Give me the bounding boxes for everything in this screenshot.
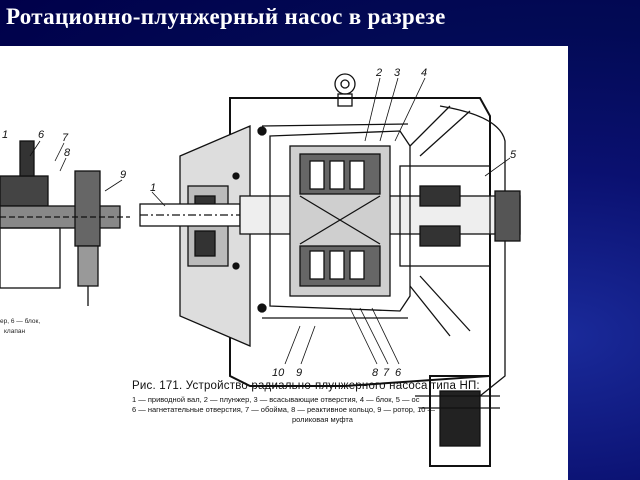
part-label-1: 1	[150, 182, 156, 194]
left-label-8: 8	[64, 147, 71, 159]
left-label-6: 6	[38, 129, 45, 141]
part-label-2: 2	[375, 67, 382, 79]
left-fragment-caption-1: ер, 6 — блок,	[0, 318, 41, 325]
part-label-3: 3	[394, 67, 401, 79]
left-label-7: 7	[62, 132, 69, 144]
pump-drawing: 2 3 4 5 1 10 9 8 7 6 6 7 8 9 1	[0, 67, 521, 467]
slide-title: Ротационно-плунжерный насос в разрезе	[6, 4, 446, 29]
part-label-8: 8	[372, 367, 379, 379]
pump-cross-section-figure: 2 3 4 5 1 10 9 8 7 6 6 7 8 9 1 ер, 6 — б…	[0, 46, 568, 480]
legend-line-2: 6 — нагнетательные отверстия, 7 — обойма…	[132, 405, 436, 414]
part-label-10: 10	[272, 367, 285, 379]
left-label-9: 9	[120, 169, 126, 181]
front-cover	[179, 125, 251, 347]
left-label-1: 1	[2, 129, 8, 141]
legend-line-3: роликовая муфта	[292, 415, 353, 424]
housing-bolts	[232, 126, 267, 313]
legend-line-1: 1 — приводной вал, 2 — плунжер, 3 — всас…	[132, 395, 420, 404]
rotor-block	[289, 145, 391, 297]
pump-housing	[229, 73, 506, 467]
part-label-5: 5	[510, 149, 517, 161]
left-fragment-drawing	[0, 140, 130, 306]
part-label-4: 4	[421, 67, 427, 79]
pintle	[399, 105, 521, 337]
part-label-7: 7	[383, 367, 390, 379]
left-fragment-caption-2: клапан	[4, 328, 26, 335]
part-label-9: 9	[296, 367, 302, 379]
caption-title: Рис. 171. Устройство радиально-плунжерно…	[132, 380, 480, 392]
figure-caption: Рис. 171. Устройство радиально-плунжерно…	[132, 380, 562, 425]
caption-legend: 1 — приводной вал, 2 — плунжер, 3 — всас…	[132, 395, 562, 425]
part-label-6: 6	[395, 367, 402, 379]
